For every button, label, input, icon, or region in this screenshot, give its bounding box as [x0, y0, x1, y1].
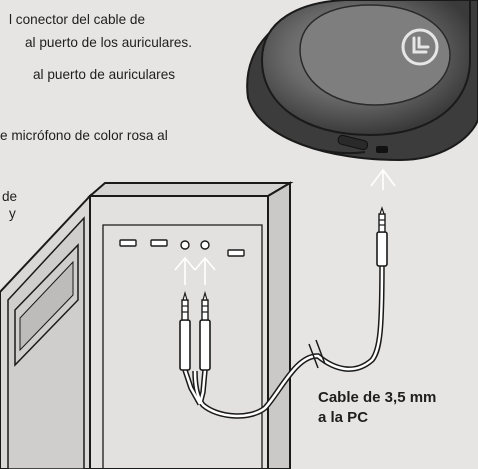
audio-cable: [182, 261, 385, 419]
headphone-jack-port: [180, 240, 190, 250]
instruction-line-1: l conector del cable de: [9, 12, 146, 27]
cable-plug-headphone: [179, 290, 191, 371]
headset-audio-port: [376, 146, 388, 153]
mic-jack-port: [200, 240, 210, 250]
cable-caption: Cable de 3,5 mm a la PC: [318, 388, 436, 428]
brand-logo-icon: [401, 28, 439, 66]
usb-port-2: [150, 239, 168, 247]
cable-plug-headset: [376, 206, 388, 267]
pc-tower: [0, 181, 294, 469]
instruction-line-5: de: [2, 189, 18, 204]
headphone-earcup: [246, 0, 478, 190]
instruction-line-4: e micrófono de color rosa al: [0, 128, 168, 143]
instruction-line-6: y: [9, 206, 16, 221]
cable-plug-mic: [199, 290, 211, 371]
cable-caption-line-2: a la PC: [318, 409, 369, 426]
usb-port-1: [119, 239, 137, 247]
instruction-line-2: al puerto de los auriculares.: [25, 35, 192, 50]
instruction-line-3: al puerto de auriculares: [33, 67, 176, 82]
usb-port-3: [227, 249, 245, 257]
cable-caption-line-1: Cable de 3,5 mm: [318, 389, 437, 406]
